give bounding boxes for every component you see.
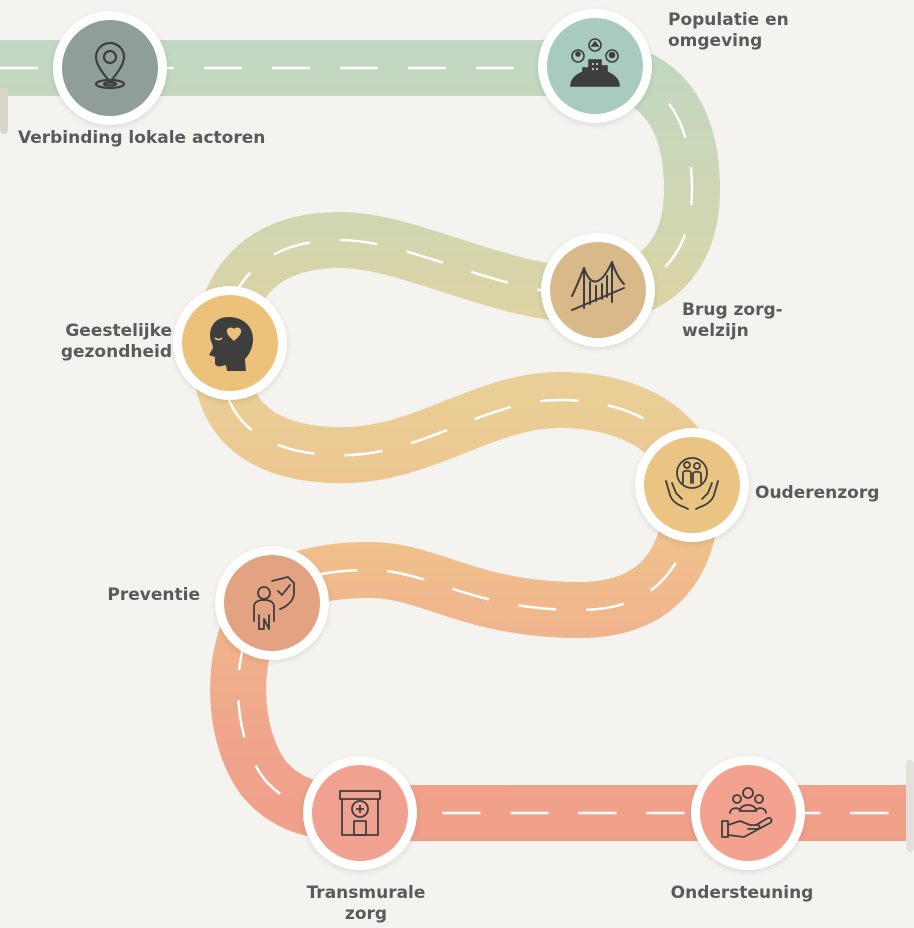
step-node-preventie[interactable]	[215, 546, 329, 660]
step-node-populatie[interactable]	[538, 9, 652, 123]
community-city-icon	[565, 34, 625, 98]
elderly-care-hands-icon	[662, 453, 722, 517]
step-icon-bg	[547, 18, 643, 114]
step-icon-bg	[644, 437, 740, 533]
head-heart-icon	[200, 311, 260, 375]
step-node-ouderenzorg[interactable]	[635, 428, 749, 542]
right-edge-fragment	[906, 760, 914, 852]
step-label: Transmurale zorg	[306, 883, 426, 924]
step-icon-bg	[224, 555, 320, 651]
step-label: Preventie	[107, 585, 200, 605]
location-pin-icon	[80, 36, 140, 100]
step-icon-bg	[550, 242, 646, 338]
step-label: Verbinding lokale actoren	[18, 128, 266, 148]
step-label: Populatie en omgeving	[668, 10, 789, 51]
bridge-icon	[568, 258, 628, 322]
step-label: Ondersteuning	[670, 883, 814, 903]
step-node-brug[interactable]	[541, 233, 655, 347]
step-label: Brug zorg-welzijn	[682, 300, 783, 341]
support-hand-people-icon	[718, 781, 778, 845]
step-icon-bg	[700, 765, 796, 861]
hospital-icon	[330, 781, 390, 845]
left-edge-fragment	[0, 88, 8, 134]
step-label: Ouderenzorg	[755, 483, 880, 503]
step-label: Geestelijke gezondheid	[60, 321, 172, 362]
step-node-verbinding[interactable]	[53, 11, 167, 125]
road-band	[0, 40, 914, 841]
step-node-ondersteuning[interactable]	[691, 756, 805, 870]
step-node-transmurale[interactable]	[303, 756, 417, 870]
step-icon-bg	[182, 295, 278, 391]
step-node-geestelijke[interactable]	[173, 286, 287, 400]
step-icon-bg	[312, 765, 408, 861]
person-shield-icon	[242, 571, 302, 635]
step-icon-bg	[62, 20, 158, 116]
